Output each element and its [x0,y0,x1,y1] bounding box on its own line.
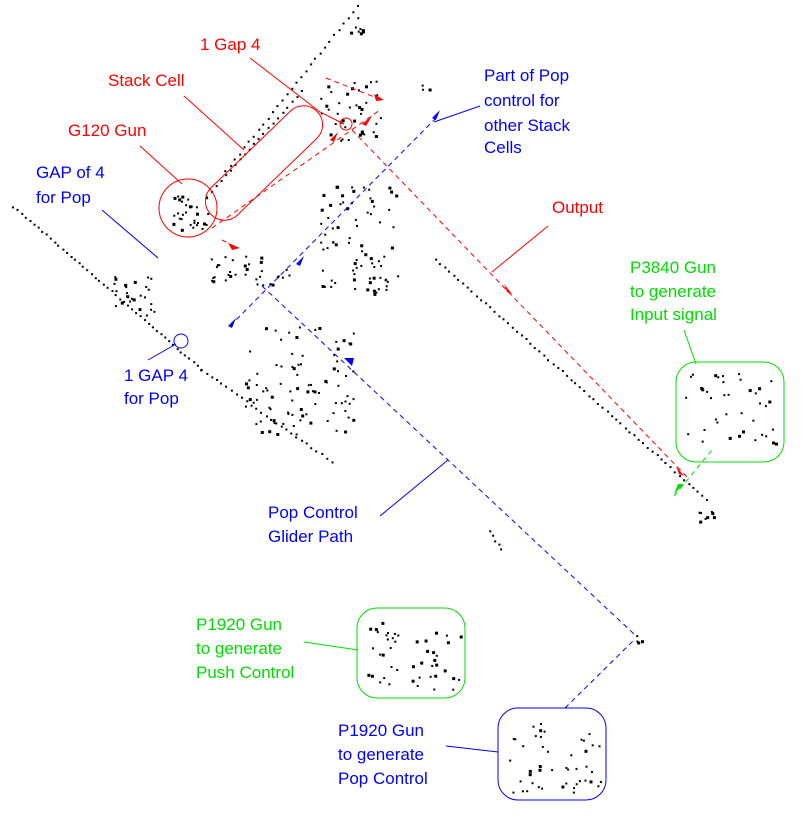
leader-one-gap4-pop [147,343,177,361]
red-arrow-icon [374,94,384,101]
red-arrow-icon [330,132,338,142]
label-part-of-pop-line3: other Stack [484,116,570,135]
leader-gap4-top [249,57,345,125]
blue-path-pop-gun [564,639,635,709]
label-group-red: 1 Gap 4 Stack Cell G120 Gun Output [68,35,603,217]
blue-arrow-icon [432,110,440,120]
annotation-shapes [158,105,785,801]
red-arrow-icon [362,116,372,126]
label-group-green: P3840 Gun to generate Input signal P1920… [196,258,717,682]
leader-g120-gun [139,145,183,185]
leader-lines [101,57,697,753]
p1920-push-gun-outline [356,607,466,699]
leader-p1920-pop [445,745,499,753]
green-path-input [673,449,713,497]
p3840-gun-outline [675,361,785,463]
red-path-upper-stack [325,77,383,101]
label-gap-of-4-line1: GAP of 4 [36,163,105,182]
label-one-gap4-pop-line1: 1 GAP 4 [124,366,188,385]
label-pop-control-line2: Glider Path [268,527,353,546]
red-arrow-icon [504,284,512,294]
blue-arrow-icon [344,358,354,366]
leader-p3840-gun [683,329,697,365]
label-one-gap4-pop-line2: for Pop [124,389,179,408]
label-p1920-push-line1: P1920 Gun [196,615,282,634]
red-path-output [351,129,689,479]
red-arrow-icon [676,466,684,476]
blue-path-pop-upper [229,115,439,327]
arrow-heads [228,94,684,494]
label-p3840-line3: Input signal [630,305,717,324]
leader-gap-of-4 [101,209,159,259]
p1920-pop-gun-outline [497,707,607,801]
red-arrow-icon [228,243,240,250]
label-part-of-pop-line4: Cells [484,138,522,157]
label-g120-gun: G120 Gun [68,121,146,140]
blue-arrow-icon [228,318,236,328]
label-group-blue: GAP of 4 for Pop Part of Pop control for… [36,66,570,788]
g120-gun-outline [158,178,218,238]
stack-cell-outline [204,105,324,221]
blue-arrow-icon [296,256,304,266]
red-path-stack-to-gun [211,109,381,229]
label-p3840-line1: P3840 Gun [630,258,716,277]
label-part-of-pop-line1: Part of Pop [484,66,569,85]
leader-pop-control [379,459,449,517]
label-p1920-push-line2: to generate [196,639,282,658]
label-p1920-pop-line2: to generate [338,745,424,764]
label-p1920-push-line3: Push Control [196,663,294,682]
glider-paths [211,77,713,709]
label-p3840-line2: to generate [630,282,716,301]
label-part-of-pop-line2: control for [484,91,560,110]
leader-stack-cell [183,95,245,151]
gap4-pop-circle [173,333,189,349]
label-gap-of-4-line2: for Pop [36,188,91,207]
red-path-gun-output [221,239,239,249]
green-arrow-icon [674,484,684,494]
label-pop-control-line1: Pop Control [268,503,358,522]
label-output: Output [552,198,603,217]
cell-pattern [12,4,778,794]
gap4-top-circle [339,117,353,131]
label-gap4-top: 1 Gap 4 [200,35,261,54]
label-p1920-pop-line1: P1920 Gun [338,721,424,740]
label-stack-cell: Stack Cell [108,71,185,90]
leader-p1920-push [303,641,359,651]
leader-part-of-pop [433,105,481,123]
leader-output [491,225,549,273]
label-p1920-pop-line3: Pop Control [338,769,428,788]
